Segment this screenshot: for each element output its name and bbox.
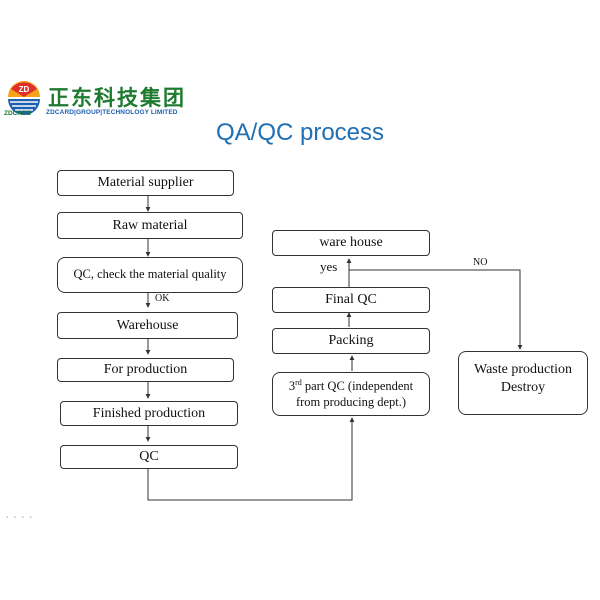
- node-third-party-qc-line1: 3rd part QC (independent: [289, 378, 413, 395]
- node-warehouse-label: Warehouse: [116, 317, 179, 333]
- zdcard-logo: ZD: [8, 81, 40, 115]
- node-warehouse: Warehouse: [57, 312, 238, 339]
- node-ware-house-label: ware house: [319, 235, 383, 251]
- node-finished-production: Finished production: [60, 401, 238, 426]
- node-waste-line1: Waste production: [473, 362, 572, 377]
- node-packing-label: Packing: [328, 333, 374, 349]
- node-qc: QC: [60, 445, 238, 469]
- third-party-line1-text: part QC (independent: [301, 378, 414, 393]
- node-packing: Packing: [272, 328, 430, 354]
- brand-short: ZDCARD: [4, 110, 32, 117]
- no-label: NO: [473, 257, 488, 268]
- node-final-qc-label: Final QC: [325, 292, 377, 308]
- node-raw-material-label: Raw material: [112, 217, 188, 233]
- node-third-party-qc: 3rd part QC (independent from producing …: [272, 372, 430, 416]
- node-final-qc: Final QC: [272, 287, 430, 313]
- node-material-supplier: Material supplier: [57, 170, 234, 196]
- node-waste-line2: Destroy: [500, 379, 546, 395]
- ok-label: OK: [155, 293, 170, 304]
- node-material-supplier-label: Material supplier: [97, 175, 194, 191]
- node-ware-house: ware house: [272, 230, 430, 256]
- brand-name-cn: 正东科技集团: [48, 86, 186, 110]
- node-raw-material: Raw material: [57, 212, 243, 239]
- third-party-superscript: rd: [295, 377, 302, 387]
- node-qc-label: QC: [139, 449, 159, 465]
- node-for-production: For production: [57, 358, 234, 382]
- logo-text: ZD: [19, 85, 30, 94]
- node-for-production-label: For production: [103, 362, 188, 378]
- page-title: QA/QC process: [215, 119, 385, 146]
- node-third-party-qc-line2: from producing dept.): [295, 394, 407, 409]
- yes-label: yes: [320, 259, 338, 274]
- arrow-no-waste: [349, 269, 523, 350]
- third-party-number: 3: [288, 378, 296, 393]
- footer-mark: ▪ ▪ ▪ ▪: [6, 515, 34, 521]
- node-waste-production: Waste production Destroy: [458, 351, 588, 415]
- brand-name-en: ZDCARD|GROUP|TECHNOLOGY LIMITED: [46, 109, 178, 116]
- arrow-qc-thirdparty: [147, 417, 355, 501]
- node-qc-check: QC, check the material quality: [57, 257, 243, 293]
- node-qc-check-label: QC, check the material quality: [73, 267, 227, 282]
- node-finished-production-label: Finished production: [92, 405, 206, 421]
